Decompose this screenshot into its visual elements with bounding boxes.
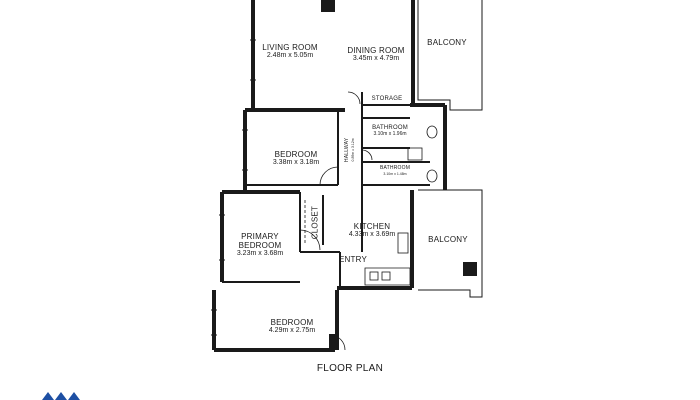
- bathroom-1-label: BATHROOM 3.10m x 1.96m: [364, 125, 416, 138]
- room-dimensions: 3.10m x 1.96m: [373, 130, 407, 137]
- room-name: STORAGE: [371, 96, 403, 102]
- company-logo: [42, 392, 80, 400]
- room-name: KITCHEN: [353, 222, 391, 231]
- storage-label: STORAGE: [364, 96, 410, 103]
- room-name: BEDROOM: [270, 318, 314, 327]
- room-dimensions: 3.38m x 3.18m: [272, 159, 320, 167]
- bedroom-2-label: BEDROOM 4.29m x 2.75m: [256, 318, 328, 335]
- bedroom-1-label: BEDROOM 3.38m x 3.18m: [264, 150, 328, 167]
- room-dimensions: 2.48m x 5.05m: [266, 52, 314, 60]
- room-name-line1: PRIMARY: [241, 232, 279, 241]
- kitchen-counter: [364, 232, 411, 286]
- room-name: LIVING ROOM: [262, 43, 318, 52]
- hallway-label: HALLWAY 0.89m x 3.12m: [344, 122, 355, 178]
- room-dimensions: 3.23m x 3.68m: [236, 250, 284, 258]
- bedroom-column-block: [329, 334, 337, 350]
- room-dimensions: 0.89m x 3.12m: [350, 138, 355, 162]
- living-column-block: [321, 0, 335, 12]
- living-room-label: LIVING ROOM 2.48m x 5.05m: [255, 43, 325, 60]
- room-name: DINING ROOM: [347, 46, 405, 55]
- room-dimensions: 3.10m x 1.48m: [383, 171, 407, 176]
- room-dimensions: 4.29m x 2.75m: [268, 327, 316, 335]
- floor-plan-caption: FLOOR PLAN: [316, 363, 384, 374]
- balcony-right-outline: [418, 189, 483, 298]
- room-dimensions: 4.33m x 3.69m: [348, 231, 396, 239]
- room-name: BALCONY: [428, 235, 468, 244]
- room-name: BATHROOM: [372, 125, 408, 131]
- window-marks: [211, 39, 256, 336]
- room-name: BATHROOM: [379, 165, 411, 171]
- room-name: ENTRY: [339, 255, 367, 264]
- room-name-line2: BEDROOM: [238, 241, 282, 251]
- room-name: BALCONY: [427, 38, 467, 47]
- primary-bedroom-label: PRIMARY BEDROOM 3.23m x 3.68m: [228, 232, 292, 258]
- closet-label: CLOSET: [310, 200, 319, 246]
- entry-label: ENTRY: [336, 255, 370, 264]
- room-name: CLOSET: [310, 205, 320, 240]
- balcony-right-label: BALCONY: [420, 235, 476, 244]
- room-name: BEDROOM: [274, 150, 318, 159]
- balcony-top-outline: [417, 0, 483, 111]
- kitchen-label: KITCHEN 4.33m x 3.69m: [343, 222, 401, 239]
- interior-walls: [222, 92, 430, 290]
- room-dimensions: 3.45m x 4.79m: [352, 55, 400, 63]
- bathroom-fixtures: [407, 125, 438, 183]
- balcony-top-label: BALCONY: [418, 38, 476, 47]
- balcony-column-block: [463, 262, 477, 276]
- exterior-walls: [212, 0, 447, 352]
- bathroom-2-label: BATHROOM 3.10m x 1.48m: [372, 165, 418, 176]
- dining-room-label: DINING ROOM 3.45m x 4.79m: [340, 46, 412, 63]
